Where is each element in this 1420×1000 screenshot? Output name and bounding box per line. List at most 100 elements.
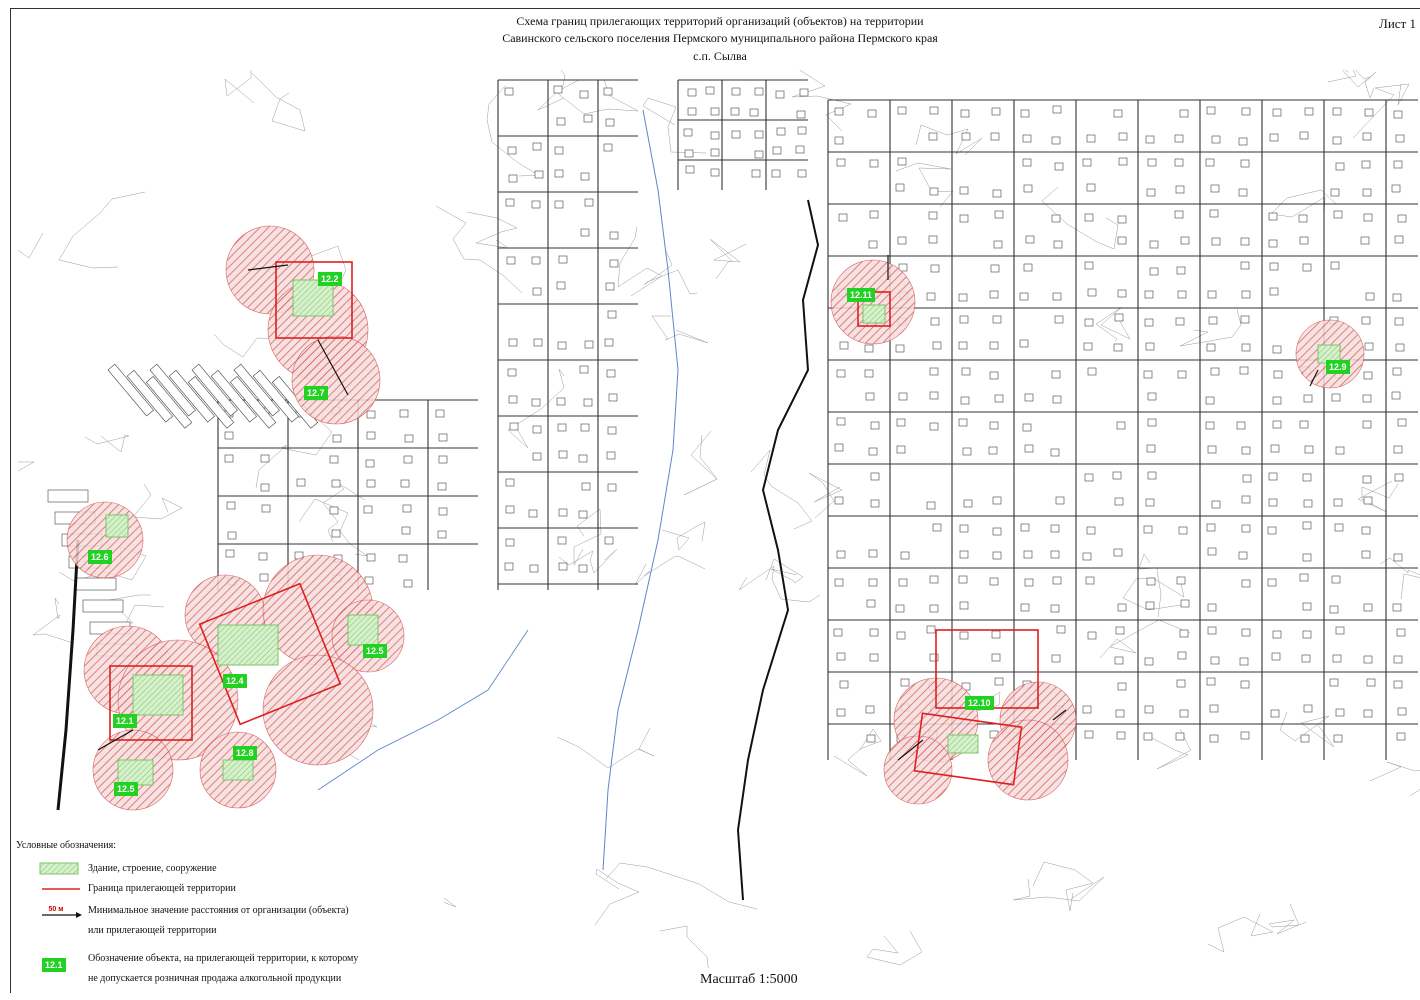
house (896, 631, 906, 640)
house (989, 290, 999, 299)
river (602, 109, 679, 871)
house (366, 431, 376, 440)
house (1082, 705, 1092, 714)
house (1397, 418, 1407, 427)
object-label-12-1[interactable]: 12.1 (113, 714, 137, 728)
house (799, 88, 809, 97)
object-label-12-4[interactable]: 12.4 (223, 674, 247, 688)
house (578, 564, 588, 573)
house (1240, 315, 1250, 324)
house (1115, 709, 1125, 718)
house (1022, 158, 1032, 167)
distance-arrow (1309, 369, 1319, 387)
legend-item-distance: 50 м Минимальное значение расстояния от … (28, 904, 349, 938)
house (1052, 105, 1062, 114)
contour-line (895, 162, 954, 208)
object-label-12-6[interactable]: 12.6 (88, 550, 112, 564)
house (227, 531, 237, 540)
house (1207, 290, 1217, 299)
house (1392, 367, 1402, 376)
house (607, 483, 617, 492)
house (1052, 292, 1062, 301)
object-label-12-7[interactable]: 12.7 (304, 386, 328, 400)
legend-item-object: 12.1 Обозначение объекта, на прилегающей… (28, 952, 358, 986)
house (1052, 395, 1062, 404)
house (839, 341, 849, 350)
house (959, 550, 969, 559)
house (528, 509, 538, 518)
house (1147, 418, 1157, 427)
house (1397, 707, 1407, 716)
house (994, 677, 1004, 686)
house (710, 168, 720, 177)
contour-line (866, 930, 923, 966)
object-label-12-9[interactable]: 12.9 (1326, 360, 1350, 374)
house (1144, 290, 1154, 299)
house (580, 172, 590, 181)
contour-line (1268, 903, 1307, 935)
house (1020, 109, 1030, 118)
house (438, 507, 448, 516)
house (505, 505, 515, 514)
house (1396, 628, 1406, 637)
contour-line (683, 430, 718, 496)
object-label-12-11[interactable]: 12.11 (847, 288, 876, 302)
house (1332, 107, 1342, 116)
house (929, 391, 939, 400)
house (1238, 188, 1248, 197)
house (1330, 261, 1340, 270)
house (508, 174, 518, 183)
object-label-12-2[interactable]: 12.2 (318, 272, 342, 286)
house (1241, 524, 1251, 533)
house (532, 452, 542, 461)
house (867, 109, 877, 118)
house (578, 510, 588, 519)
legend-distance-line-2: или прилегающей территории (88, 925, 217, 936)
house (1177, 651, 1187, 660)
house (1241, 290, 1251, 299)
object-label-12-5-south[interactable]: 12.5 (114, 782, 138, 796)
house (583, 398, 593, 407)
house (731, 87, 741, 96)
contour-line (558, 548, 618, 574)
house (1365, 292, 1375, 301)
house (989, 341, 999, 350)
house (1302, 553, 1312, 562)
house (1392, 603, 1402, 612)
contour-line (659, 925, 709, 968)
house (1206, 106, 1216, 115)
house (1300, 734, 1310, 743)
house (507, 146, 517, 155)
house (866, 599, 876, 608)
house (1271, 652, 1281, 661)
building-symbol (28, 862, 88, 876)
building (347, 614, 379, 646)
house (553, 85, 563, 94)
house (865, 705, 875, 714)
house (1394, 317, 1404, 326)
house (868, 240, 878, 249)
house (1116, 421, 1126, 430)
house (1393, 680, 1403, 689)
object-label-12-5-east[interactable]: 12.5 (363, 644, 387, 658)
object-label-12-10[interactable]: 12.10 (965, 696, 994, 710)
house (1084, 261, 1094, 270)
map-canvas[interactable]: 12.2 12.7 12.6 12.4 12.5 12.1 12.8 12.5 … (18, 70, 1420, 968)
house (558, 450, 568, 459)
buffer-zone (291, 335, 381, 425)
house (1272, 345, 1282, 354)
house (529, 564, 539, 573)
house (865, 392, 875, 401)
house (900, 678, 910, 687)
house (959, 214, 969, 223)
house (864, 369, 874, 378)
house (1335, 162, 1345, 171)
house (1054, 315, 1064, 324)
house (1086, 526, 1096, 535)
house (1360, 236, 1370, 245)
house (898, 392, 908, 401)
house (399, 409, 409, 418)
house (505, 478, 515, 487)
house (1024, 578, 1034, 587)
object-label-12-8[interactable]: 12.8 (233, 746, 257, 760)
